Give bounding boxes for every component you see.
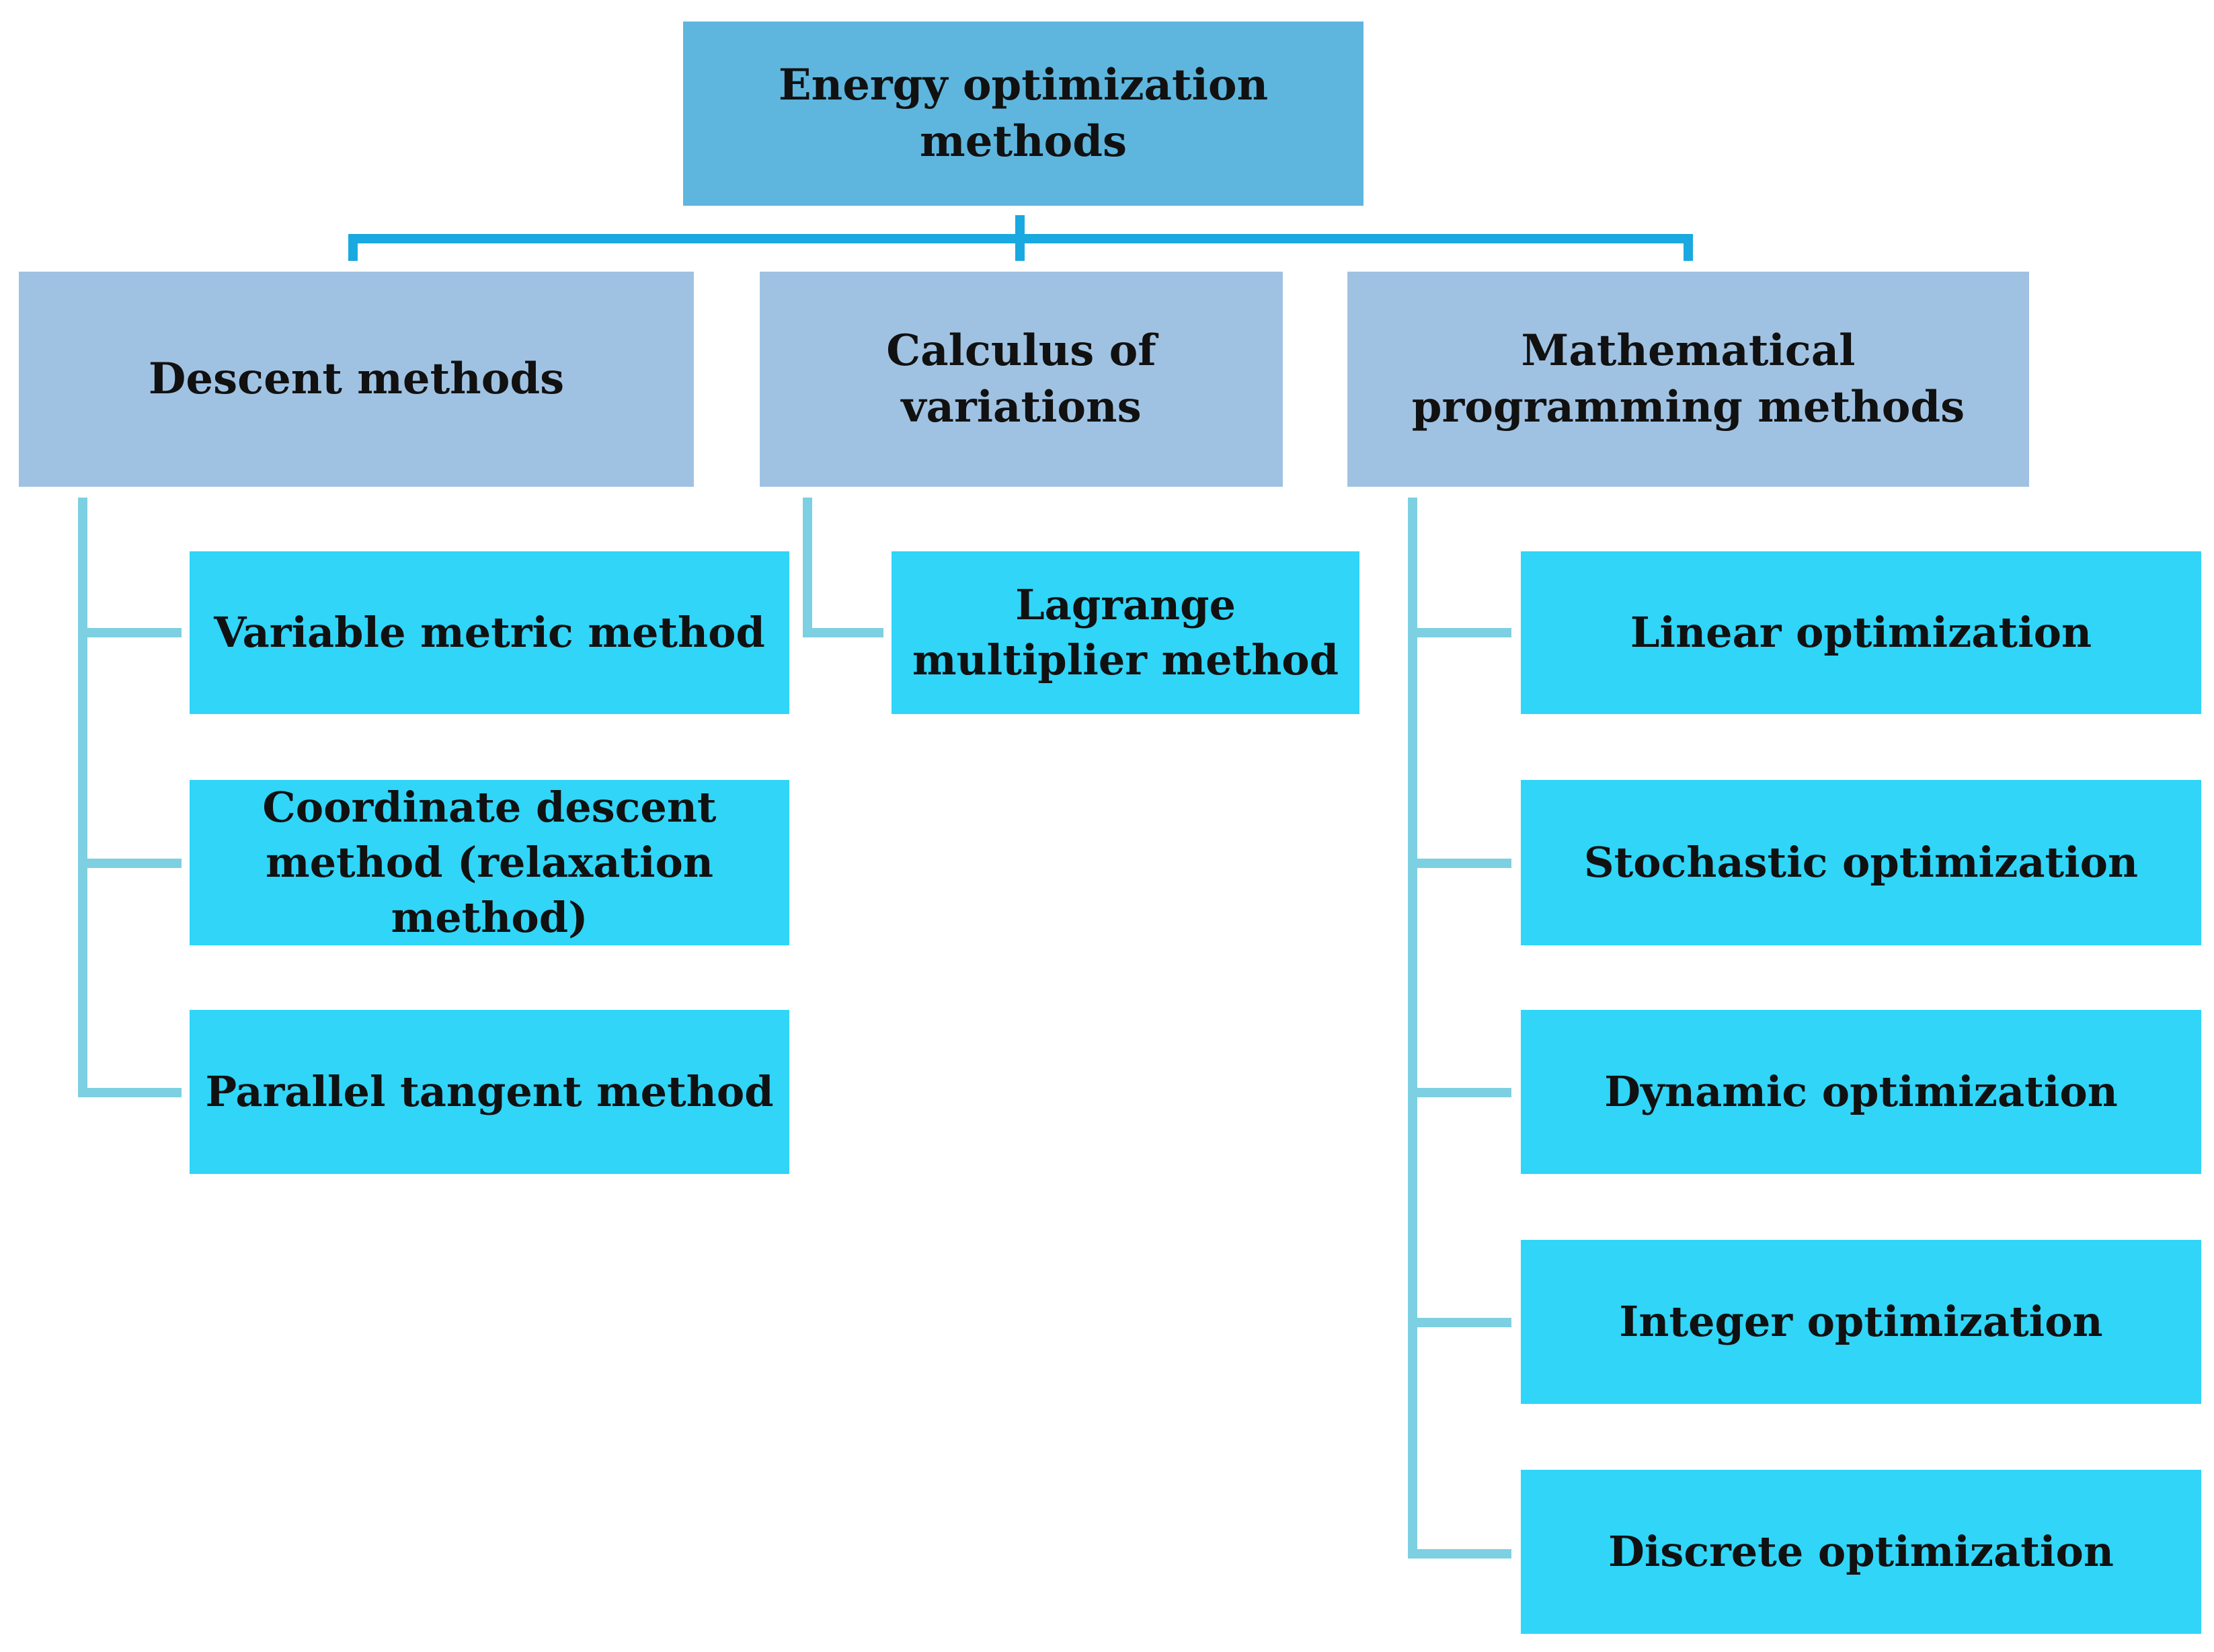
mathematical-branch-tick bbox=[1408, 1318, 1511, 1327]
method-node: Lagrange multiplier method bbox=[892, 551, 1359, 714]
mathematical-branch-tick bbox=[1408, 628, 1511, 637]
calculus-branch-tick bbox=[803, 628, 883, 637]
method-node: Parallel tangent method bbox=[190, 1010, 789, 1174]
category-node-mathematical-programming-methods: Mathematical programming methods bbox=[1347, 272, 2029, 487]
category-node-descent-methods: Descent methods bbox=[19, 272, 694, 487]
mathematical-branch-spine bbox=[1408, 498, 1417, 1559]
category-connector-drop-mathematical bbox=[1684, 234, 1693, 261]
method-node: Coordinate descent method (relaxation me… bbox=[190, 780, 789, 945]
mathematical-branch-tick bbox=[1408, 1549, 1511, 1559]
root-node: Energy optimization methods bbox=[683, 22, 1363, 206]
method-node: Linear optimization bbox=[1521, 551, 2201, 714]
descent-branch-tick bbox=[78, 859, 182, 868]
method-node: Integer optimization bbox=[1521, 1240, 2201, 1404]
method-node: Stochastic optimization bbox=[1521, 780, 2201, 945]
calculus-branch-spine bbox=[803, 498, 812, 637]
category-connector-drop-descent bbox=[348, 234, 358, 261]
descent-branch-tick bbox=[78, 628, 182, 637]
method-node: Variable metric method bbox=[190, 551, 789, 714]
descent-branch-tick bbox=[78, 1088, 182, 1097]
mathematical-branch-tick bbox=[1408, 859, 1511, 868]
descent-branch-spine bbox=[78, 498, 87, 1096]
mathematical-branch-tick bbox=[1408, 1088, 1511, 1097]
category-node-calculus-of-variations: Calculus of variations bbox=[760, 272, 1283, 487]
method-node: Discrete optimization bbox=[1521, 1470, 2201, 1634]
method-node: Dynamic optimization bbox=[1521, 1010, 2201, 1174]
category-connector-drop-calculus bbox=[1015, 234, 1025, 261]
